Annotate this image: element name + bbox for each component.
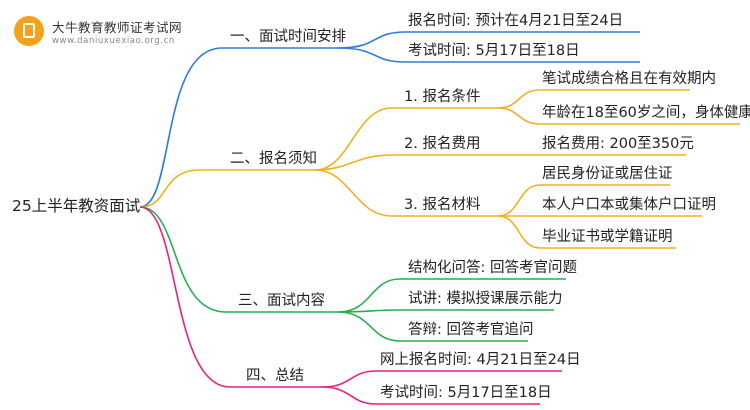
branch-3-item-2: 试讲: 模拟授课展示能力: [408, 291, 563, 307]
root-node: 25上半年教资面试: [12, 197, 141, 215]
connector-s3-l3: [497, 215, 676, 249]
branch-2-sub-1-leaf-2: 年龄在18至60岁之间，身体健康: [542, 105, 750, 121]
branch-1-item-1: 报名时间: 预计在4月21日至24日: [408, 13, 624, 29]
branch-2-sub-3: 3. 报名材料: [404, 197, 481, 213]
connector-b2-s1: [314, 107, 498, 171]
branch-2-sub-1: 1. 报名条件: [404, 89, 481, 105]
book-icon: [14, 16, 44, 46]
branch-2-sub-2: 2. 报名费用: [404, 136, 481, 152]
branch-4-item-1: 网上报名时间: 4月21日至24日: [380, 352, 581, 368]
connector-root-b1: [139, 47, 338, 208]
connector-s1-l2: [497, 107, 740, 125]
branch-3-item-3: 答辩: 回答考官追问: [408, 322, 534, 338]
branch-4-item-2: 考试时间: 5月17日至18日: [380, 385, 552, 401]
branch-2-label: 二、报名须知: [230, 151, 317, 167]
connector-b2-s2: [314, 154, 498, 171]
connector-b3-c3: [337, 311, 528, 342]
branch-2-sub-3-leaf-1: 居民身份证或居住证: [542, 166, 673, 182]
branch-1-item-2: 考试时间: 5月17日至18日: [408, 43, 580, 59]
connector-s3-l1: [497, 184, 670, 217]
site-logo: 大牛教育教师证考试网 www.daniuxuexiao.org.cn: [14, 12, 234, 52]
branch-3-item-1: 结构化问答: 回答考官问题: [408, 260, 577, 276]
connector-b3-c2: [337, 309, 554, 313]
connector-root-b3: [139, 206, 338, 313]
branch-3-label: 三、面试内容: [238, 293, 325, 309]
connector-s1-l1: [497, 89, 690, 109]
connector-root-b4: [139, 206, 322, 388]
connector-b3-c1: [337, 278, 566, 313]
connector-b4-c2: [321, 386, 540, 405]
branch-2-sub-2-leaf-1: 报名费用: 200至350元: [542, 136, 694, 152]
logo-title: 大牛教育教师证考试网: [52, 20, 183, 35]
connector-root-b2: [139, 169, 315, 208]
branch-1-label: 一、面试时间安排: [230, 29, 346, 45]
branch-2-sub-3-leaf-3: 毕业证书或学籍证明: [542, 229, 673, 245]
branch-2-sub-1-leaf-1: 笔试成绩合格且在有效期内: [542, 71, 716, 87]
branch-4-label: 四、总结: [246, 368, 304, 384]
connector-b1-c2: [337, 47, 640, 63]
connector-b4-c1: [321, 370, 562, 388]
connector-b2-s3: [314, 169, 498, 217]
branch-2-sub-3-leaf-2: 本人户口本或集体户口证明: [542, 197, 716, 213]
logo-url: www.daniuxuexiao.org.cn: [52, 36, 175, 46]
connector-b1-c1: [337, 31, 640, 49]
